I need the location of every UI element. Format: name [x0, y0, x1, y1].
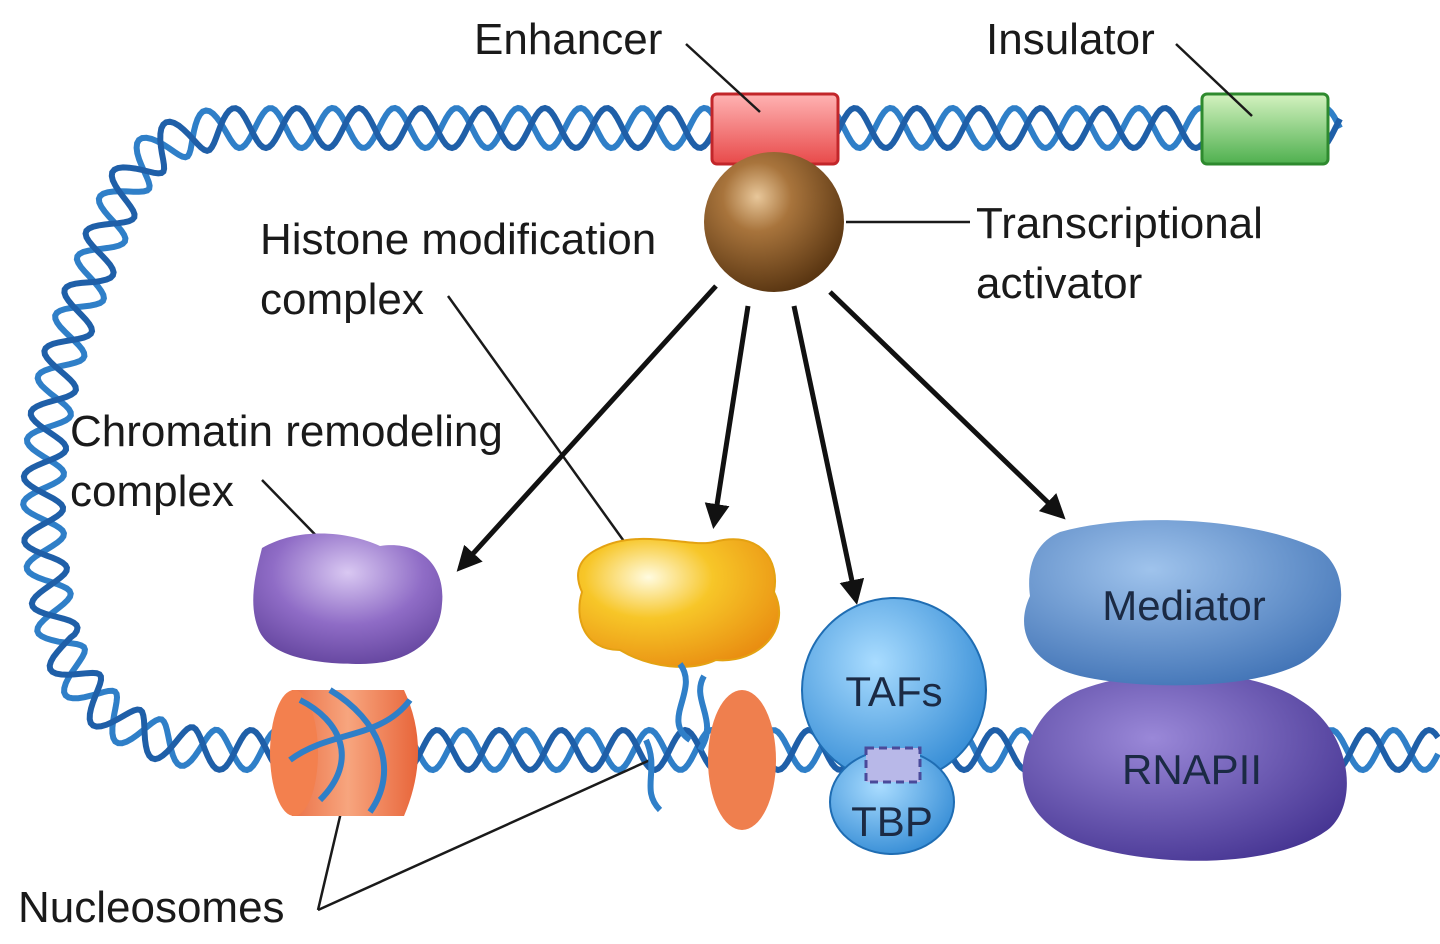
unwrapped-dna	[643, 662, 711, 813]
tbp-binding-site	[864, 746, 922, 784]
label-activator-line1: Transcriptional	[976, 199, 1263, 248]
chromatin-remodeling-complex	[253, 533, 443, 664]
enhancer-pointer	[685, 43, 761, 113]
histone-pointer	[446, 295, 638, 559]
label-rnapii: RNAPII	[1122, 746, 1262, 793]
label-nucleosomes: Nucleosomes	[18, 883, 285, 932]
label-histone-line1: Histone modification	[260, 215, 656, 264]
label-activator-line2: activator	[976, 259, 1142, 308]
insulator-box	[1200, 92, 1330, 166]
label-enhancer: Enhancer	[474, 15, 662, 64]
label-tafs: TAFs	[845, 668, 942, 715]
nucleosome-left	[270, 687, 418, 816]
arrow-to-histone-modification	[704, 305, 751, 529]
nucleosome-pointer-right	[317, 758, 651, 912]
insulator-pointer	[1175, 43, 1253, 117]
arrow-to-mediator	[828, 290, 1066, 520]
transcriptional-activator	[704, 152, 844, 292]
rnapii-complex	[1022, 672, 1347, 861]
label-chromatin-line2: complex	[70, 467, 234, 516]
label-mediator: Mediator	[1102, 582, 1265, 629]
label-chromatin-line1: Chromatin remodeling	[70, 407, 503, 456]
histone-modification-complex	[577, 537, 781, 668]
arrow-to-tafs	[791, 305, 865, 605]
nucleosome-pointer-left	[316, 807, 344, 911]
mediator-complex	[1024, 520, 1342, 686]
label-histone-line2: complex	[260, 275, 424, 324]
label-tbp: TBP	[851, 798, 933, 845]
nucleosome-right	[708, 690, 776, 830]
arrow-to-chromatin-remodeling	[456, 284, 718, 572]
label-insulator: Insulator	[986, 15, 1155, 64]
